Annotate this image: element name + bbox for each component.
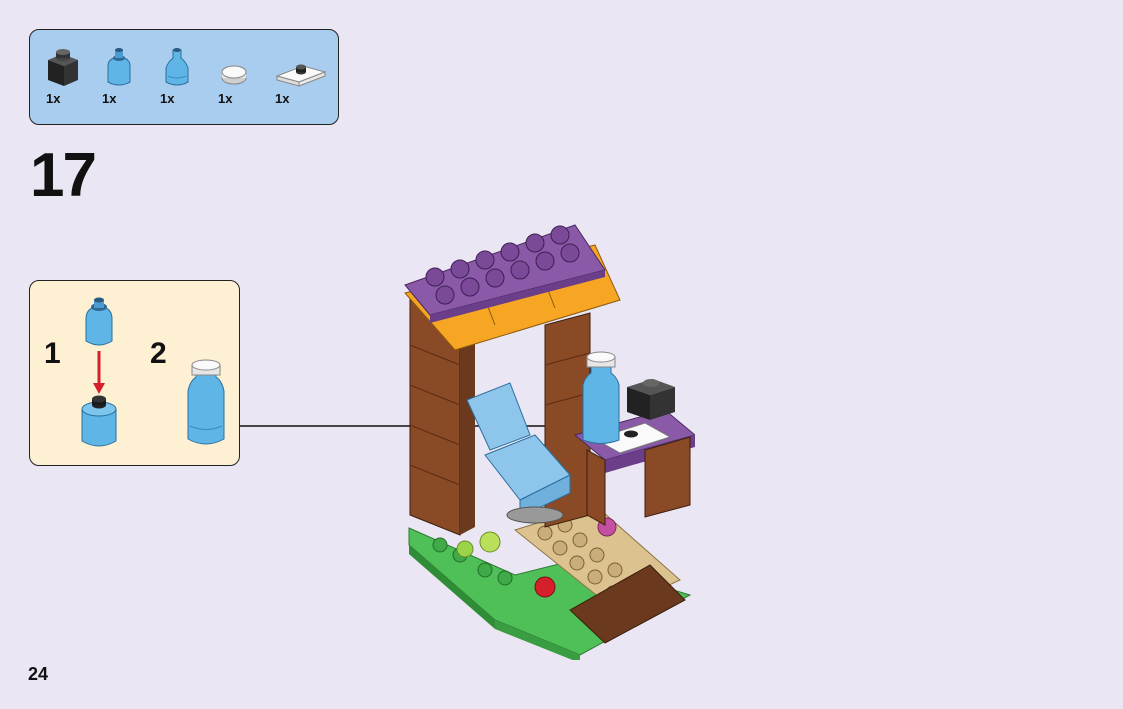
page-number: 24 <box>28 664 48 685</box>
model-illustration <box>395 215 695 660</box>
